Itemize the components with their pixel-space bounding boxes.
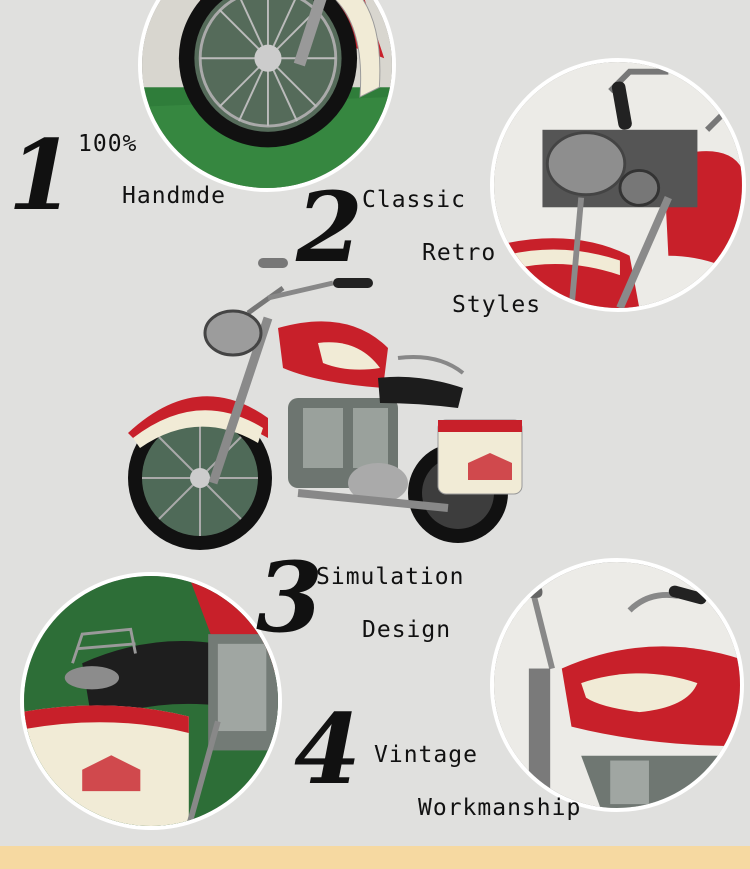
fuel-tank-image [494, 562, 740, 808]
photo-seat-saddlebag [20, 572, 282, 830]
seat-saddlebag-image [24, 576, 278, 826]
feature-3-line-1: Simulation [316, 564, 465, 590]
feature-1-line-2: Handmde [122, 183, 226, 209]
feature-2-line-3: Styles [452, 292, 542, 318]
feature-1-line-1: 100% [78, 131, 138, 157]
photo-fuel-tank [490, 558, 744, 812]
feature-3-number: 3 [256, 541, 323, 654]
motorcycle-image [128, 258, 523, 550]
feature-3-line-2: Design [362, 617, 452, 643]
feature-2-line-2: Retro [422, 240, 497, 266]
bottom-bar [0, 846, 750, 869]
feature-1-number: 1 [8, 119, 75, 232]
photo-headlight [490, 58, 746, 312]
headlight-image [494, 62, 742, 308]
feature-2-number: 2 [296, 171, 363, 284]
hero-motorcycle [118, 258, 530, 554]
front-wheel-image [142, 0, 392, 188]
feature-4-number: 4 [294, 693, 361, 806]
feature-2-line-1: Classic [362, 187, 466, 213]
photo-front-wheel [138, 0, 396, 192]
feature-4-line-1: Vintage [374, 742, 478, 768]
feature-4-line-2: Workmanship [418, 795, 582, 821]
